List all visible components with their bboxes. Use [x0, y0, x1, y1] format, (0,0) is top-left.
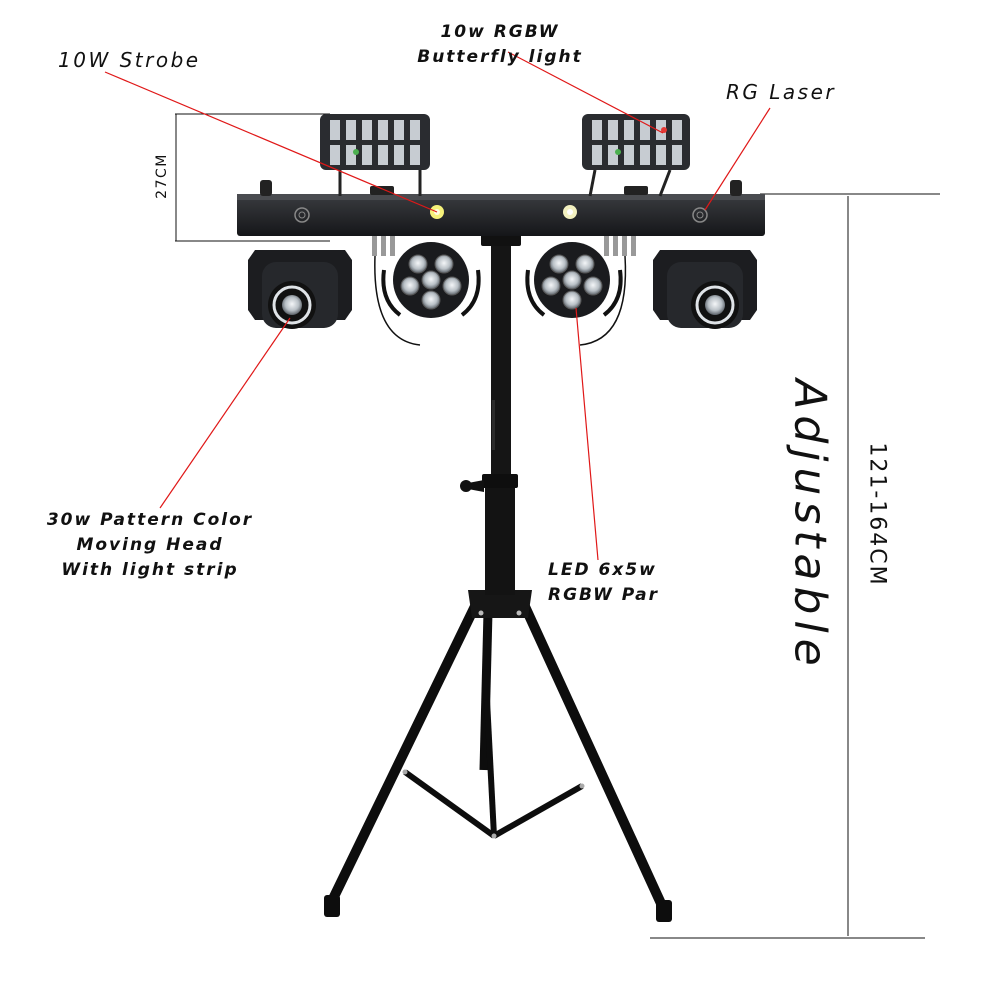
moving-head-label: 30w Pattern Color Moving Head With light… [30, 508, 270, 583]
moving-head-label-line1: 30w Pattern Color [46, 510, 254, 530]
moving-head-left [248, 250, 352, 329]
dimension-lines [175, 113, 940, 939]
par-light-right [525, 242, 623, 318]
stand-height-dimension-label: 121-164CM [864, 442, 890, 587]
par-label-line1: LED 6x5w [548, 560, 657, 580]
par-light-left [381, 242, 481, 318]
strobe-label: 10W Strobe [58, 48, 201, 72]
bar-height-dimension-label: 27CM [154, 153, 170, 199]
cables [374, 255, 627, 346]
butterfly-light-label: 10w RGBW Butterfly light [400, 20, 600, 70]
tripod-stand [324, 232, 672, 922]
moving-head-label-line2: Moving Head [76, 535, 224, 555]
t-bar [237, 180, 765, 256]
butterfly-label-line1: 10w RGBW [440, 22, 560, 42]
butterfly-light-right [582, 114, 690, 197]
laser-label: RG Laser [726, 80, 837, 104]
butterfly-light-left [320, 114, 430, 196]
par-label-line2: RGBW Par [548, 585, 659, 605]
par-light-label: LED 6x5w RGBW Par [548, 558, 659, 608]
adjustable-label: Adjustable [784, 379, 836, 672]
moving-head-right [653, 250, 757, 329]
moving-head-label-line3: With light strip [61, 560, 239, 580]
butterfly-label-line2: Butterfly light [417, 47, 583, 67]
leader-lines [104, 51, 771, 561]
